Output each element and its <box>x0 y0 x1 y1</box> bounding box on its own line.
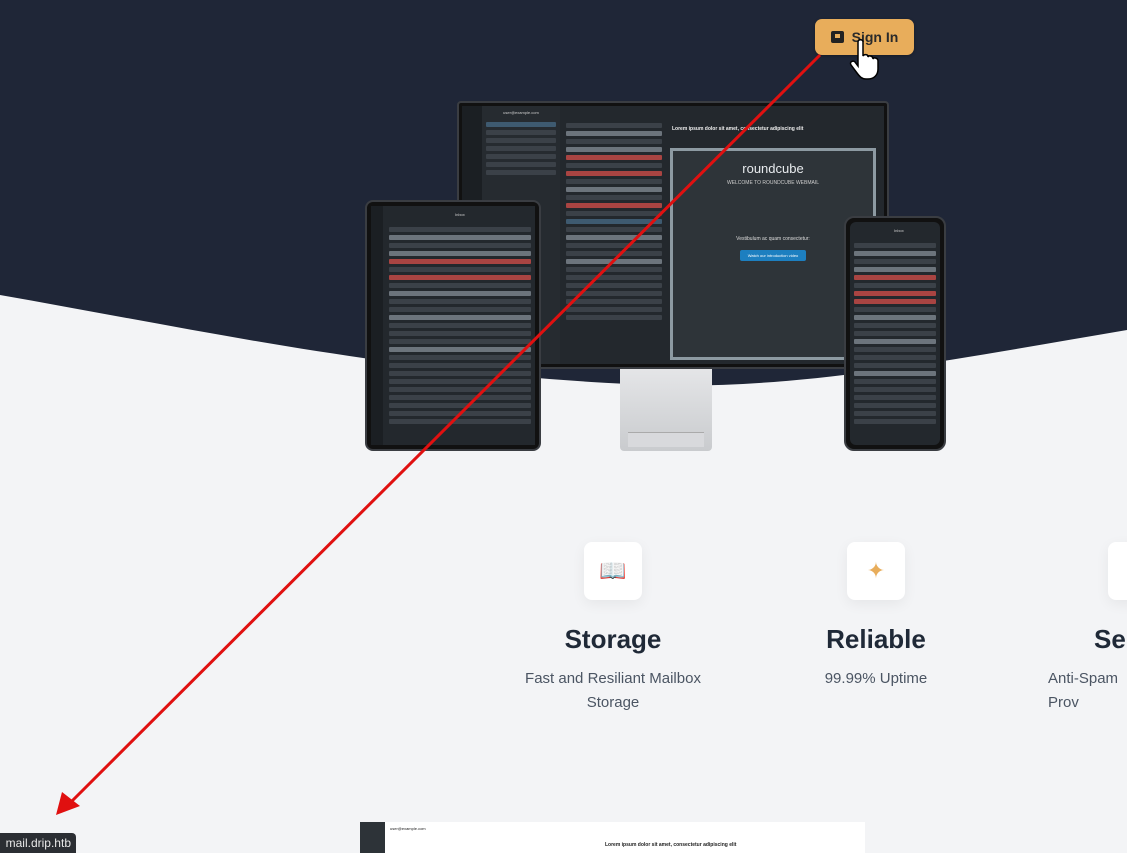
book-icon: 📖 <box>584 542 642 600</box>
monitor-stand <box>620 367 712 451</box>
sign-in-button[interactable]: Sign In <box>815 19 914 55</box>
phone-mockup: Inbox <box>844 216 946 451</box>
hand-cursor-icon <box>849 39 879 80</box>
feature-storage: 📖 Storage Fast and Resiliant Mailbox Sto… <box>493 542 733 715</box>
welcome-heading: WELCOME TO ROUNDCUBE WEBMAIL <box>726 180 820 186</box>
list-title: Vestibulum ac quam consectetur: <box>736 236 810 242</box>
message-subject: Lorem ipsum dolor sit amet, consectetur … <box>672 126 804 132</box>
roundcube-logo: roundcube <box>742 161 804 176</box>
watch-video-button: Watch our introduction video <box>739 250 807 261</box>
tablet-mockup: Inbox <box>365 200 541 451</box>
bottom-preview: user@example.com Lorem ipsum dolor sit a… <box>360 822 865 853</box>
sign-in-icon <box>830 31 844 43</box>
account-label: user@example.com <box>503 110 539 115</box>
puzzle-icon: ✦ <box>847 542 905 600</box>
feature-security: Se Anti-Spam Prov <box>1048 542 1127 715</box>
feature-reliable: ✦ Reliable 99.99% Uptime <box>756 542 996 691</box>
status-bar-url: mail.drip.htb <box>0 833 76 853</box>
shield-icon <box>1108 542 1127 600</box>
